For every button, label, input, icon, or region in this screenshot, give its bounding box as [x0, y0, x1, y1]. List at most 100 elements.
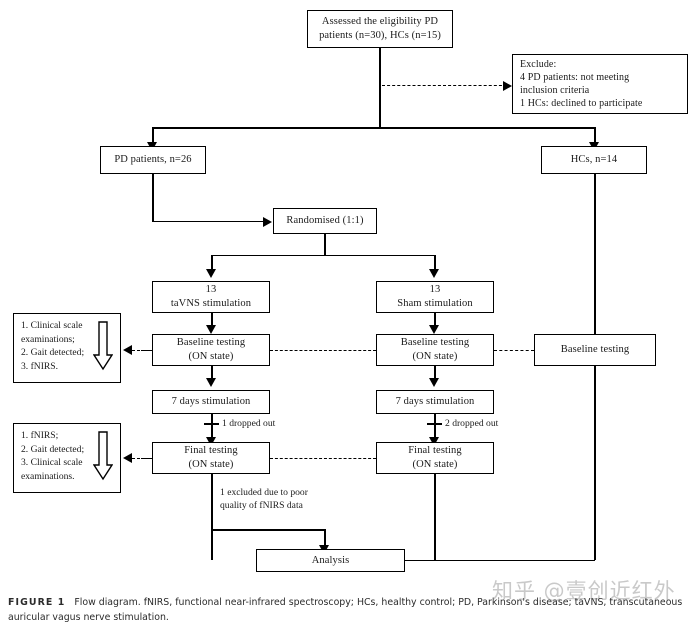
figure-caption: FIGURE 1 Flow diagram. fNIRS, functional…	[8, 596, 684, 625]
node-hcs: HCs, n=14	[541, 146, 647, 174]
edge-pd-to-randomised-horiz	[152, 220, 265, 222]
edge-split-right-drop	[594, 127, 596, 144]
edge-final-tavns-to-analysis-vert	[211, 474, 213, 560]
final-measure-2: 2. Gait detected;	[21, 443, 85, 455]
tavns-group-label: taVNS stimulation	[170, 298, 252, 309]
edge-baseline-to-stim-tavns	[211, 366, 213, 380]
arrowhead-sham-baseline	[429, 325, 440, 334]
node-stim-tavns: 7 days stimulation	[152, 390, 270, 414]
arrowhead-to-baseline-annot	[123, 345, 132, 355]
assessed-line-1: Assessed the eligibility PD	[321, 16, 439, 28]
final-tavns-line-2: (ON state)	[188, 459, 234, 470]
final-measure-3b: examinations.	[21, 470, 75, 482]
edge-pd-to-randomised-vert	[152, 174, 154, 222]
baseline-measure-3: 3. fNIRS.	[21, 360, 59, 372]
edge-final-sham-to-analysis-horiz	[405, 559, 435, 561]
tick-dropout-sham	[427, 423, 442, 425]
tick-dropout-tavns	[204, 423, 219, 425]
exclude-line-1: Exclude:	[520, 58, 557, 70]
annot-final-measures: 1. fNIRS; 2. Gait detected; 3. Clinical …	[13, 423, 121, 493]
edge-to-tavns-drop	[211, 254, 213, 272]
figure-caption-text: Flow diagram. fNIRS, functional near-inf…	[8, 597, 683, 623]
arrowhead-final-sham	[429, 437, 440, 446]
baseline-hcs-line-1: Baseline testing	[560, 344, 630, 356]
baseline-tavns-line-2: (ON state)	[188, 351, 234, 362]
edge-tavns-to-baseline	[211, 313, 213, 327]
analysis-label: Analysis	[311, 554, 350, 566]
edge-stim-to-final-sham	[434, 414, 436, 440]
edge-final-tavns-to-analysis-horiz	[211, 529, 325, 531]
node-final-sham: Final testing (ON state)	[376, 442, 494, 474]
edge-hcs-to-baseline	[594, 174, 596, 334]
baseline-sham-line-2: (ON state)	[412, 351, 458, 362]
final-sham-line-2: (ON state)	[412, 459, 458, 470]
node-baseline-hcs: Baseline testing	[534, 334, 656, 366]
edge-hcs-baseline-to-analysis-vert	[594, 366, 596, 560]
exclude-line-2: 4 PD patients: not meeting	[520, 71, 630, 83]
exclude-line-3: inclusion criteria	[520, 85, 590, 96]
sham-group-count: 13	[429, 284, 441, 296]
node-baseline-tavns: Baseline testing (ON state)	[152, 334, 270, 366]
tavns-group-count: 13	[205, 284, 217, 296]
edge-to-sham-drop	[434, 254, 436, 272]
edge-split-left-drop	[152, 127, 154, 144]
baseline-measure-1b: examinations;	[21, 333, 75, 345]
edge-groups-bar	[211, 254, 435, 256]
edge-assessed-stem	[379, 48, 381, 128]
label-dropout-tavns: 1 dropped out	[222, 418, 276, 429]
arrowhead-to-final-annot	[123, 453, 132, 463]
arrowhead-to-randomised	[263, 216, 272, 227]
baseline-sham-line-1: Baseline testing	[400, 337, 470, 349]
edge-baseline-to-stim-sham	[434, 366, 436, 380]
exclude-line-4: 1 HCs: declined to participate	[520, 98, 643, 110]
edge-analysis-stem	[324, 529, 326, 548]
edge-assessed-to-exclude	[382, 85, 507, 86]
node-analysis: Analysis	[256, 549, 405, 572]
excluded-fnirs-line-2: quality of fNIRS data	[220, 499, 303, 511]
baseline-measure-1: 1. Clinical scale	[21, 320, 83, 331]
label-excluded-fnirs: 1 excluded due to poor quality of fNIRS …	[220, 487, 308, 512]
arrowhead-to-tavns-group	[206, 269, 217, 278]
arrowhead-to-sham-group	[429, 269, 440, 278]
edge-final-to-annot-dashed	[132, 457, 150, 459]
assessed-line-2: patients (n=30), HCs (n=15)	[319, 30, 441, 41]
node-randomised: Randomised (1:1)	[273, 208, 377, 234]
edge-baseline-tavns-sham-dashed	[270, 349, 376, 351]
stim-sham-label: 7 days stimulation	[395, 396, 475, 408]
node-pd-patients: PD patients, n=26	[100, 146, 206, 174]
final-measure-1: 1. fNIRS;	[21, 430, 59, 441]
arrowhead-tavns-baseline	[206, 325, 217, 334]
node-stim-sham: 7 days stimulation	[376, 390, 494, 414]
baseline-measure-2: 2. Gait detected;	[21, 347, 85, 359]
edge-final-sham-to-analysis-vert	[434, 474, 436, 560]
annot-baseline-measures: 1. Clinical scale examinations; 2. Gait …	[13, 313, 121, 383]
arrowhead-final-tavns	[206, 437, 217, 446]
edge-sham-to-baseline	[434, 313, 436, 327]
figure-label: FIGURE 1	[8, 597, 66, 608]
label-dropout-sham: 2 dropped out	[445, 418, 499, 429]
edge-stim-to-final-tavns	[211, 414, 213, 440]
node-baseline-sham: Baseline testing (ON state)	[376, 334, 494, 366]
edge-hcs-baseline-to-analysis-horiz	[434, 559, 595, 561]
stim-tavns-label: 7 days stimulation	[171, 396, 251, 408]
edge-baseline-sham-hcs-dashed	[494, 349, 534, 351]
down-block-arrow-icon	[93, 431, 113, 481]
node-assessed-eligibility: Assessed the eligibility PD patients (n=…	[307, 10, 453, 48]
flow-diagram: Assessed the eligibility PD patients (n=…	[13, 10, 688, 572]
node-final-tavns: Final testing (ON state)	[152, 442, 270, 474]
final-sham-line-1: Final testing	[408, 445, 462, 457]
edge-randomised-stem	[324, 234, 326, 255]
node-tavns-group: 13 taVNS stimulation	[152, 281, 270, 313]
node-exclude: Exclude: 4 PD patients: not meeting incl…	[512, 54, 688, 114]
final-tavns-line-1: Final testing	[184, 445, 238, 457]
final-measure-3: 3. Clinical scale	[21, 457, 83, 469]
edge-split-bar	[152, 127, 595, 129]
excluded-fnirs-line-1: 1 excluded due to poor	[220, 487, 308, 498]
sham-group-label: Sham stimulation	[397, 298, 473, 309]
randomised-label: Randomised (1:1)	[286, 215, 364, 227]
hcs-label: HCs, n=14	[570, 154, 618, 166]
arrowhead-to-exclude	[503, 80, 512, 91]
pd-patients-label: PD patients, n=26	[114, 154, 192, 166]
edge-final-tavns-sham-dashed	[270, 457, 376, 459]
edge-baseline-to-annot-dashed	[132, 349, 150, 351]
